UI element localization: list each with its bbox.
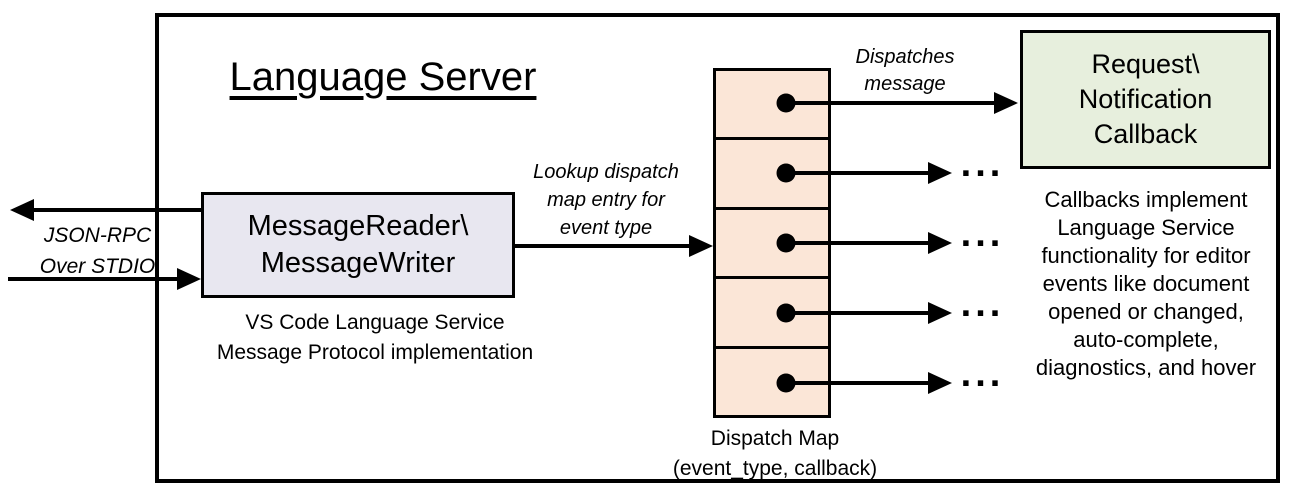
- ellipsis-row-3: ...: [960, 213, 1005, 255]
- dispatch-map-cell: [716, 137, 828, 207]
- ellipsis-row-4: ...: [960, 283, 1005, 325]
- lookup-dispatch-label: Lookup dispatch map entry for event type: [533, 161, 679, 239]
- page-title: Language Server: [229, 55, 537, 99]
- dispatch-map-cell: [716, 345, 828, 416]
- ellipsis-row-5: ...: [960, 353, 1005, 395]
- dispatch-map-cell: [716, 276, 828, 346]
- ellipsis-row-2: ...: [960, 143, 1005, 185]
- dispatch-map-cell: [716, 71, 828, 138]
- dispatch-map-caption: Dispatch Map (event_type, callback): [672, 427, 878, 480]
- json-rpc-stdio-label: JSON-RPC Over STDIO: [39, 224, 156, 278]
- dispatches-message-label: Dispatches message: [855, 46, 955, 95]
- callbacks-note: Callbacks implement Language Service fun…: [1035, 187, 1257, 380]
- message-reader-writer-box: MessageReader\ MessageWriter: [201, 192, 515, 298]
- request-notification-callback-box: Request\ Notification Callback: [1020, 30, 1271, 169]
- reader-caption: VS Code Language Service Message Protoco…: [216, 311, 534, 364]
- dispatch-map-cell: [716, 206, 828, 277]
- dispatch-map: [713, 68, 831, 418]
